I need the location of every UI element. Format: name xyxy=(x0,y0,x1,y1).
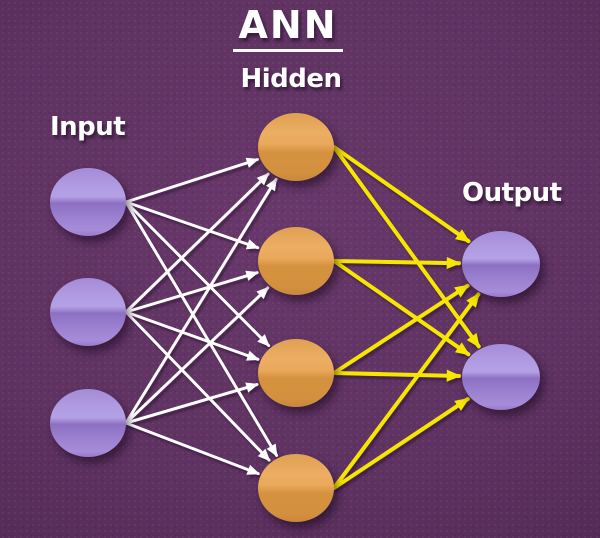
input-to-hidden-arrow xyxy=(124,172,270,314)
output-layer-label: Output xyxy=(462,178,562,208)
hidden-node xyxy=(258,113,334,181)
hidden-to-output-arrow xyxy=(332,397,470,490)
hidden-layer-label: Hidden xyxy=(240,64,342,94)
hidden-to-output-arrow xyxy=(332,145,471,244)
hidden-to-output-arrow xyxy=(332,292,481,490)
input-to-hidden-arrow xyxy=(124,421,260,476)
hidden-to-output-arrow xyxy=(332,145,481,349)
hidden-node xyxy=(258,339,334,407)
input-node xyxy=(50,168,126,236)
input-to-hidden-arrow xyxy=(124,177,278,425)
input-layer-label: Input xyxy=(50,112,126,142)
hidden-to-output-arrow xyxy=(332,256,462,270)
input-to-hidden-arrow xyxy=(124,310,260,361)
input-to-hidden-arrow xyxy=(124,382,259,425)
input-to-hidden-arrow xyxy=(124,157,260,204)
hidden-node xyxy=(258,227,334,295)
hidden-to-output-arrow xyxy=(332,283,470,375)
input-to-hidden-arrow xyxy=(124,286,270,425)
title-wrap: ANN xyxy=(0,3,576,52)
hidden-to-output-arrow xyxy=(332,369,462,382)
output-node xyxy=(462,231,540,297)
input-node xyxy=(50,389,126,457)
hidden-node xyxy=(258,454,334,522)
input-node xyxy=(50,278,126,346)
input-to-hidden-arrow xyxy=(124,270,259,314)
input-to-hidden-arrow xyxy=(124,200,271,347)
output-node xyxy=(462,344,540,410)
input-to-hidden-arrow xyxy=(124,200,279,458)
diagram-title: ANN xyxy=(233,3,343,52)
input-to-hidden-arrow xyxy=(124,200,260,250)
input-to-hidden-arrow xyxy=(124,310,271,462)
